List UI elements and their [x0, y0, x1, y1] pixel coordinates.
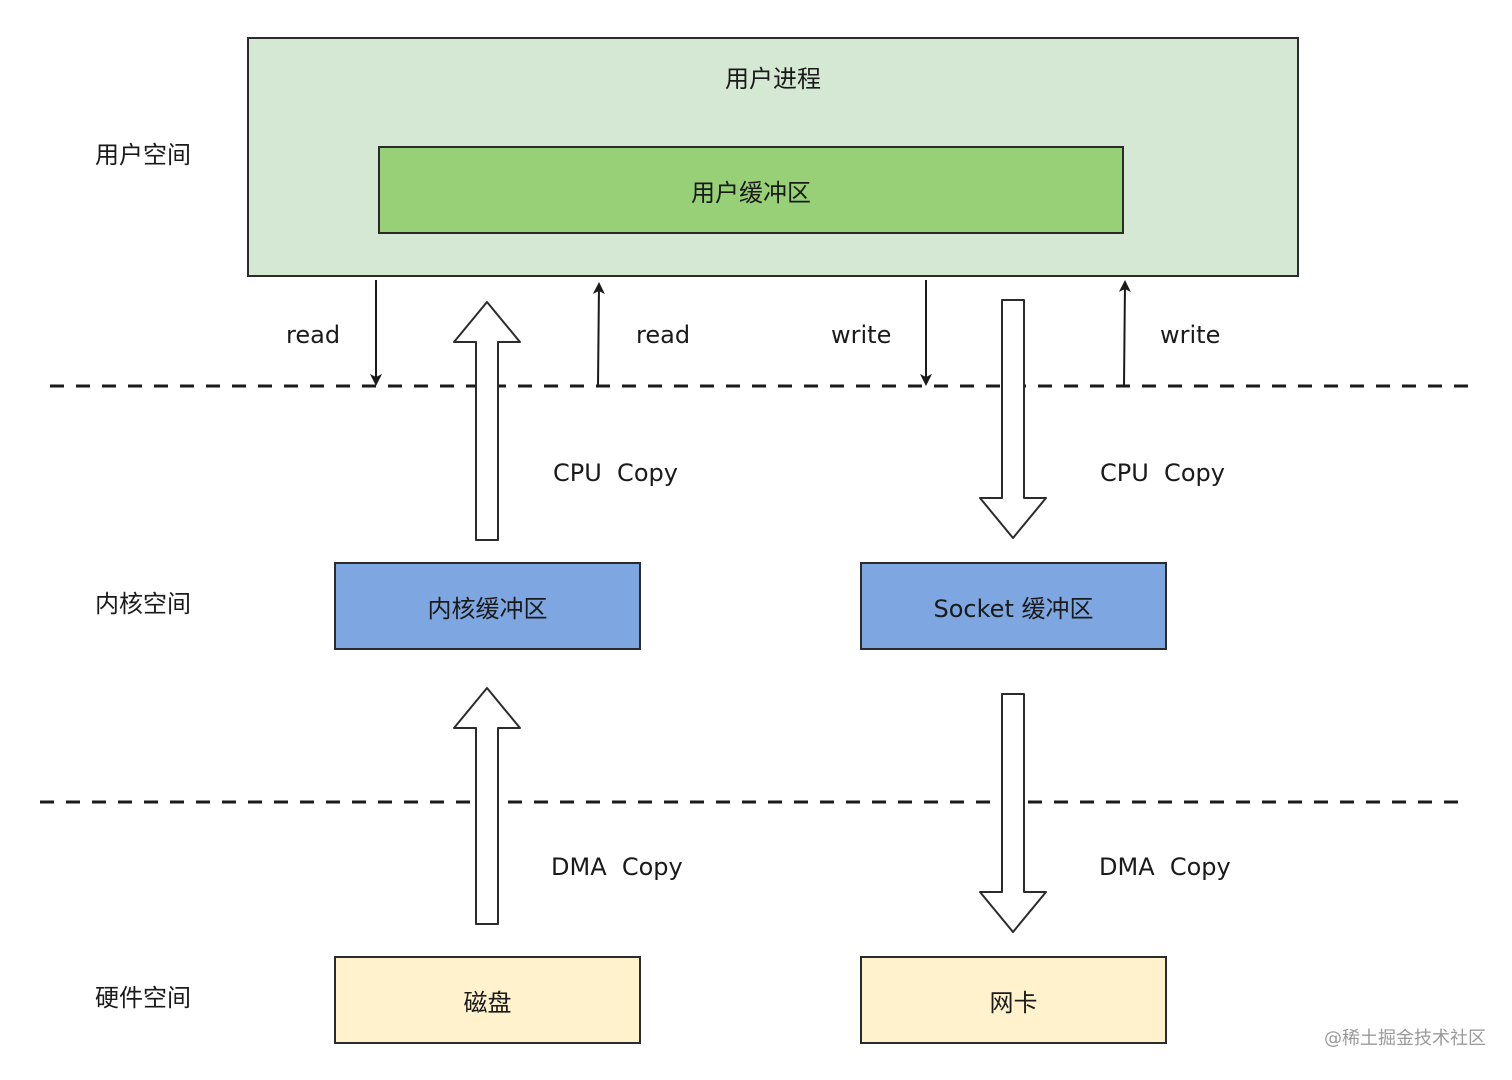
socket-buffer-box: Socket 缓冲区	[860, 562, 1167, 650]
kernel-buffer-box: 内核缓冲区	[334, 562, 641, 650]
dma-copy-up-arrow	[453, 687, 521, 925]
read-return-arrow	[592, 282, 605, 387]
disk-box: 磁盘	[334, 956, 641, 1044]
nic-box: 网卡	[860, 956, 1167, 1044]
cpu-copy-up-arrow	[453, 301, 521, 541]
watermark: @稀土掘金技术社区	[1324, 1028, 1486, 1049]
cpu-copy-down-arrow	[979, 299, 1047, 539]
kernel-buffer-label: 内核缓冲区	[427, 594, 548, 623]
user-space-label: 用户空间	[95, 141, 191, 169]
cpu-copy-write-label: CPU Copy	[1100, 459, 1225, 487]
write-return-label: write	[1160, 321, 1221, 349]
hardware-space-label: 硬件空间	[95, 984, 191, 1012]
dma-copy-read-label: DMA Copy	[551, 853, 683, 881]
socket-buffer-label: Socket 缓冲区	[933, 594, 1094, 623]
user-buffer-box: 用户缓冲区	[378, 146, 1124, 234]
write-call-label: write	[831, 321, 892, 349]
user-buffer-label: 用户缓冲区	[691, 178, 811, 207]
dma-copy-write-label: DMA Copy	[1099, 853, 1231, 881]
nic-label: 网卡	[989, 988, 1038, 1017]
kernel-space-label: 内核空间	[95, 590, 191, 618]
read-return-label: read	[636, 321, 691, 349]
cpu-copy-read-label: CPU Copy	[553, 459, 678, 487]
user-process-title: 用户进程	[725, 65, 821, 93]
disk-label: 磁盘	[463, 988, 512, 1017]
dma-copy-down-arrow	[979, 693, 1047, 933]
write-return-arrow	[1118, 280, 1131, 387]
read-call-label: read	[286, 321, 341, 349]
